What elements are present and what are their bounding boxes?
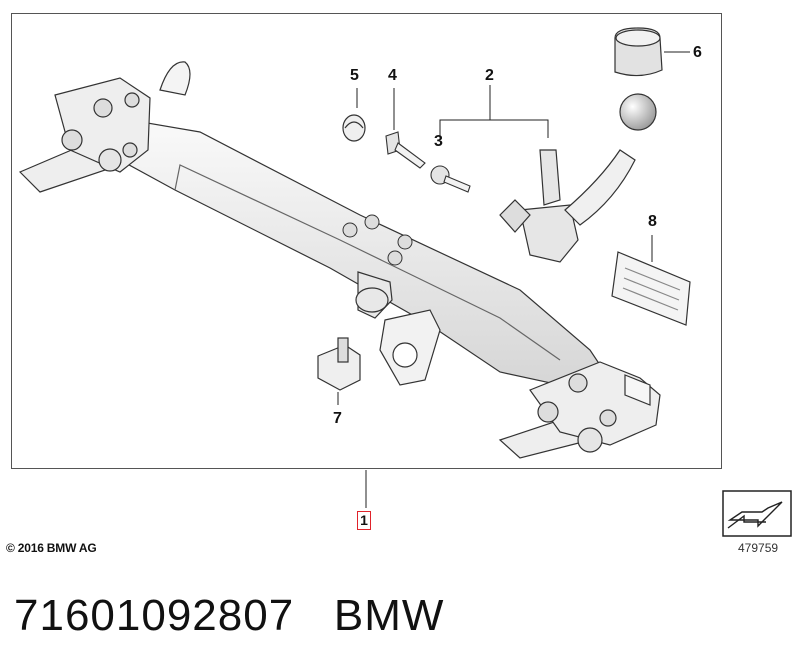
callout-2[interactable]: 2 — [485, 67, 494, 84]
plug-part — [342, 114, 366, 142]
image-number: 479759 — [738, 541, 779, 555]
crossbeam — [117, 117, 601, 386]
navigation-arrow-icon[interactable] — [722, 490, 792, 537]
footer-title: 71601092807 BMW — [14, 588, 444, 644]
key-part — [385, 131, 426, 169]
callout-7[interactable]: 7 — [333, 410, 342, 427]
copyright-notice: © 2016 BMW AG — [6, 541, 97, 555]
beam-bolts — [342, 214, 413, 266]
receiver-housing — [355, 271, 441, 386]
callout-8[interactable]: 8 — [648, 213, 657, 230]
callout-3[interactable]: 3 — [434, 133, 443, 150]
brand-name: BMW — [333, 591, 445, 640]
ball-cap — [614, 27, 663, 77]
left-mount-bracket — [18, 61, 191, 193]
label-plate — [611, 251, 691, 326]
socket-holder — [317, 337, 361, 391]
ball-neck — [499, 93, 657, 263]
leader-lines — [337, 51, 690, 508]
part-number: 71601092807 — [14, 591, 295, 640]
callout-4[interactable]: 4 — [388, 67, 397, 84]
bolt-part — [430, 165, 471, 193]
callout-5[interactable]: 5 — [350, 67, 359, 84]
callout-6[interactable]: 6 — [693, 44, 702, 61]
right-mount-bracket — [498, 361, 661, 459]
callout-1[interactable]: 1 — [357, 511, 371, 530]
